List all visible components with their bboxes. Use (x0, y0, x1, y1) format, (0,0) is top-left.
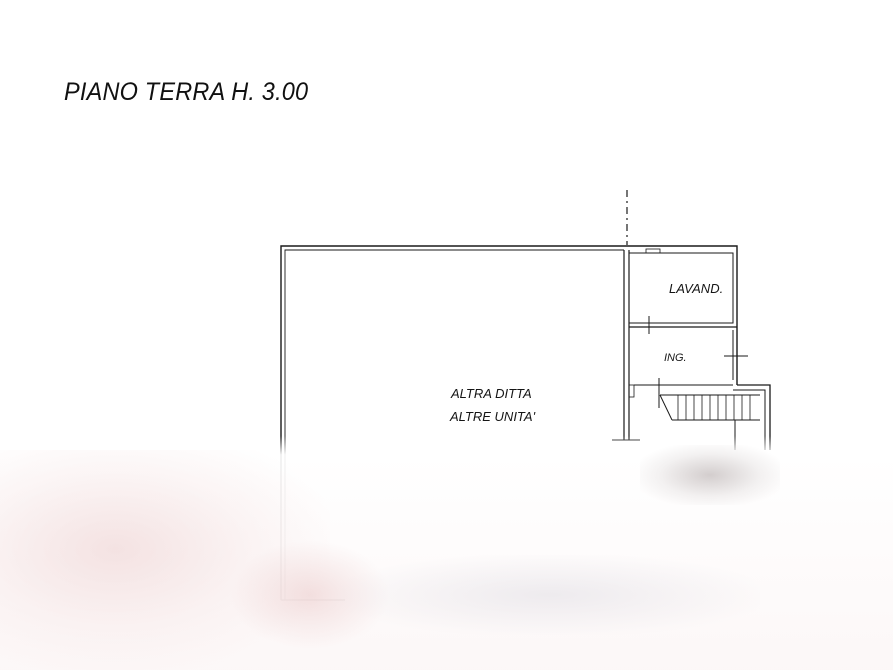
wash-room-inner-wall (629, 252, 734, 324)
entrance-pillar (628, 384, 635, 398)
blurred-patch-bottom (340, 555, 760, 635)
main-room-label: ALTRA DITTA (450, 386, 532, 401)
stair-outer-wall (737, 384, 771, 450)
wash-room-window (645, 248, 661, 254)
wash-room-label: LAVAND. (669, 281, 723, 296)
blurred-patch-right (640, 445, 780, 505)
stair-diagonal (659, 394, 673, 421)
stair-inner-wall (733, 389, 766, 450)
watermark-blur-left (0, 450, 330, 670)
entrance-label: ING. (664, 352, 687, 364)
wash-room-outer-wall (627, 245, 738, 330)
stair-treads (677, 395, 751, 420)
main-room-sublabel: ALTRE UNITA' (449, 409, 536, 424)
plan-title: PIANO TERRA H. 3.00 (64, 78, 309, 106)
